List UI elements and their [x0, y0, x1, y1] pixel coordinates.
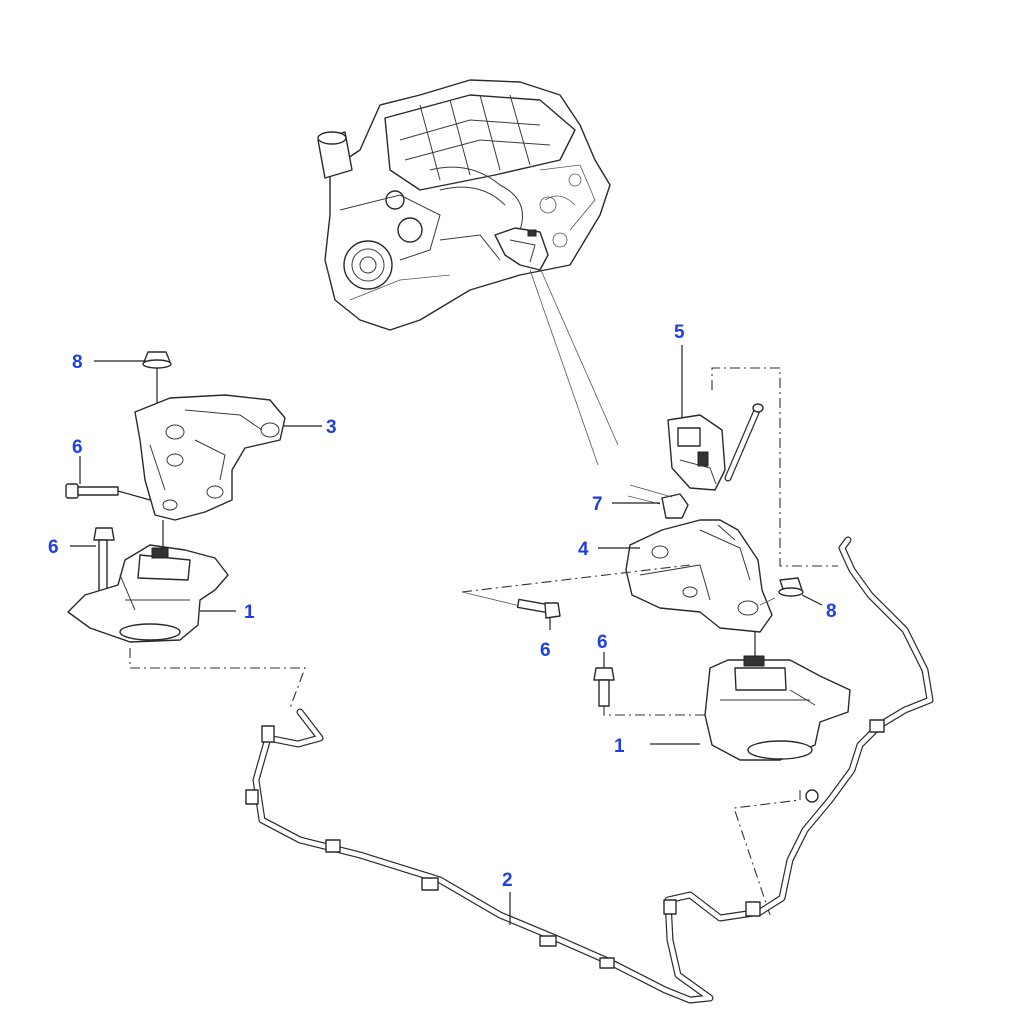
callout-3: 3 [326, 417, 337, 438]
engine-assembly-illustration [317, 79, 611, 331]
engine-mount-bracket-left [134, 394, 286, 521]
callout-6-center: 6 [540, 640, 551, 661]
bolt-left-upper [65, 483, 151, 501]
callout-8-left: 8 [72, 352, 83, 373]
callout-2: 2 [502, 870, 513, 891]
dash-mount-hose-right [733, 790, 801, 916]
callout-1-left: 1 [244, 602, 255, 623]
dash-bolt-bracket-1 [461, 564, 691, 593]
callout-6-right: 6 [597, 632, 608, 653]
dash-valve-hose [711, 367, 838, 567]
bolt-center [516, 598, 561, 630]
callout-5: 5 [674, 322, 685, 343]
callout-7: 7 [592, 494, 603, 515]
flange-nut-right [759, 577, 823, 606]
callout-6-left-upper: 6 [72, 437, 83, 458]
callout-8-right: 8 [826, 601, 837, 622]
engine-mount-bracket-right [625, 519, 773, 633]
vacuum-hose [245, 536, 934, 1004]
engine-mount-right [704, 655, 851, 761]
engine-leader-1 [529, 269, 599, 466]
bolt-right [593, 652, 615, 707]
bolt-leader [461, 591, 521, 607]
flange-nut-left [142, 351, 172, 408]
dash-bolt-mount [603, 706, 712, 716]
engine-mount-left [67, 544, 229, 643]
callout-4: 4 [578, 539, 589, 560]
callout-1-right: 1 [614, 736, 625, 757]
callout-6-left-lower: 6 [48, 537, 59, 558]
solenoid-valve [667, 345, 764, 491]
nut-7 [627, 484, 689, 519]
dash-mount-hose-left [129, 648, 306, 709]
engine-leader-2 [539, 267, 619, 446]
